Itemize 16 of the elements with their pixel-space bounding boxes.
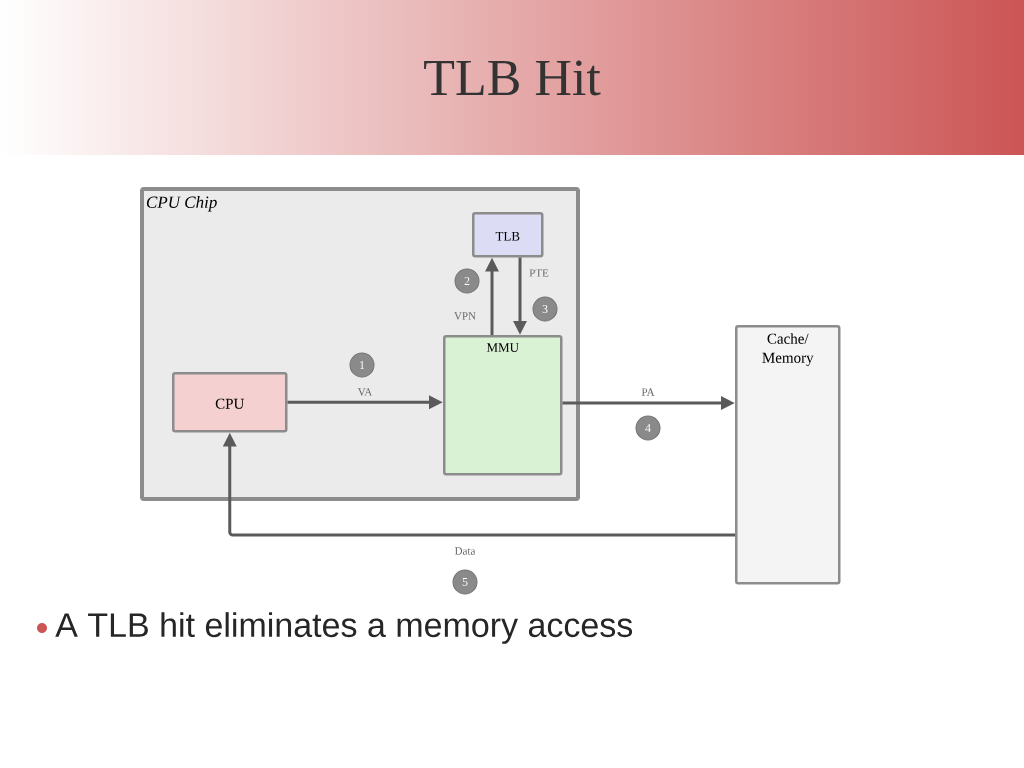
edge-label: Data xyxy=(454,547,476,555)
bullet-text: A TLB hit eliminates a memory access xyxy=(55,612,633,644)
callout-number: 2 xyxy=(454,268,480,294)
process-box: MMU xyxy=(443,335,563,476)
title: TLB Hit xyxy=(424,60,601,96)
edge-label: VPN xyxy=(454,312,476,320)
edge-label: VA xyxy=(357,388,373,396)
process-box: TLB xyxy=(472,212,544,258)
edge-label: PTE xyxy=(529,269,549,277)
edge-label: PA xyxy=(641,388,655,396)
callout-number: 4 xyxy=(635,415,661,441)
memory-box: Cache/ Memory xyxy=(735,325,841,585)
process-box: CPU xyxy=(172,372,288,433)
callout-number: 1 xyxy=(349,352,375,378)
callout-number: 3 xyxy=(532,296,558,322)
callout-number: 5 xyxy=(452,569,478,595)
